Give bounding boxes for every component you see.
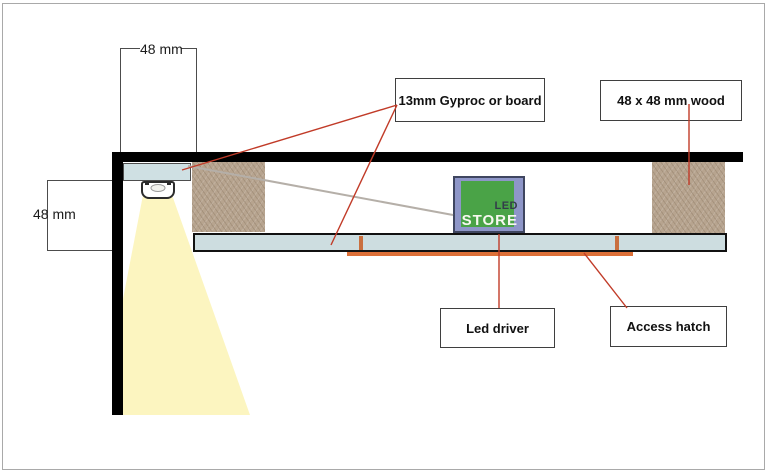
recess-gyproc-board xyxy=(123,163,191,181)
left-dimension-label: 48 mm xyxy=(33,206,76,222)
suspended-gyproc-board xyxy=(193,233,727,252)
page-border-frame xyxy=(2,3,765,470)
logo-line-store: STORE xyxy=(461,212,518,229)
callout-gyproc: 13mm Gyproc or board xyxy=(395,78,545,122)
callout-access-hatch: Access hatch xyxy=(610,306,727,347)
logo-text: LED STORE xyxy=(461,200,518,229)
top-dimension-tick-left xyxy=(120,48,140,49)
fixture-lamp xyxy=(150,184,166,192)
callout-gyproc-label: 13mm Gyproc or board xyxy=(398,92,542,108)
callout-access-hatch-label: Access hatch xyxy=(626,319,711,334)
fixture-clip-left xyxy=(145,182,149,185)
left-dimension-line xyxy=(47,180,48,250)
logo-green-square xyxy=(461,181,514,227)
led-store-logo: LED STORE xyxy=(453,176,525,233)
left-dimension-tick-bottom xyxy=(47,250,112,251)
wood-batten-right xyxy=(652,162,725,234)
top-dimension-label: 48 mm xyxy=(140,41,183,57)
top-dimension-left-extension xyxy=(120,48,121,152)
callout-wood: 48 x 48 mm wood xyxy=(600,80,742,121)
fixture-clip-right xyxy=(167,182,171,185)
access-hatch-panel xyxy=(347,252,633,256)
callout-led-driver-label: Led driver xyxy=(466,320,529,336)
hatch-joint-right xyxy=(615,236,619,250)
wood-batten-left xyxy=(192,162,265,232)
wall xyxy=(112,152,123,415)
left-dimension-tick-top xyxy=(47,180,112,181)
top-dimension-right-extension xyxy=(196,48,197,152)
hatch-joint-left xyxy=(359,236,363,250)
led-spot-fixture xyxy=(141,181,175,199)
callout-led-driver: Led driver xyxy=(440,308,555,348)
ceiling-slab xyxy=(112,152,743,162)
logo-line-led: LED xyxy=(494,200,518,212)
callout-wood-label: 48 x 48 mm wood xyxy=(617,93,725,108)
top-dimension-tick-right xyxy=(181,48,197,49)
